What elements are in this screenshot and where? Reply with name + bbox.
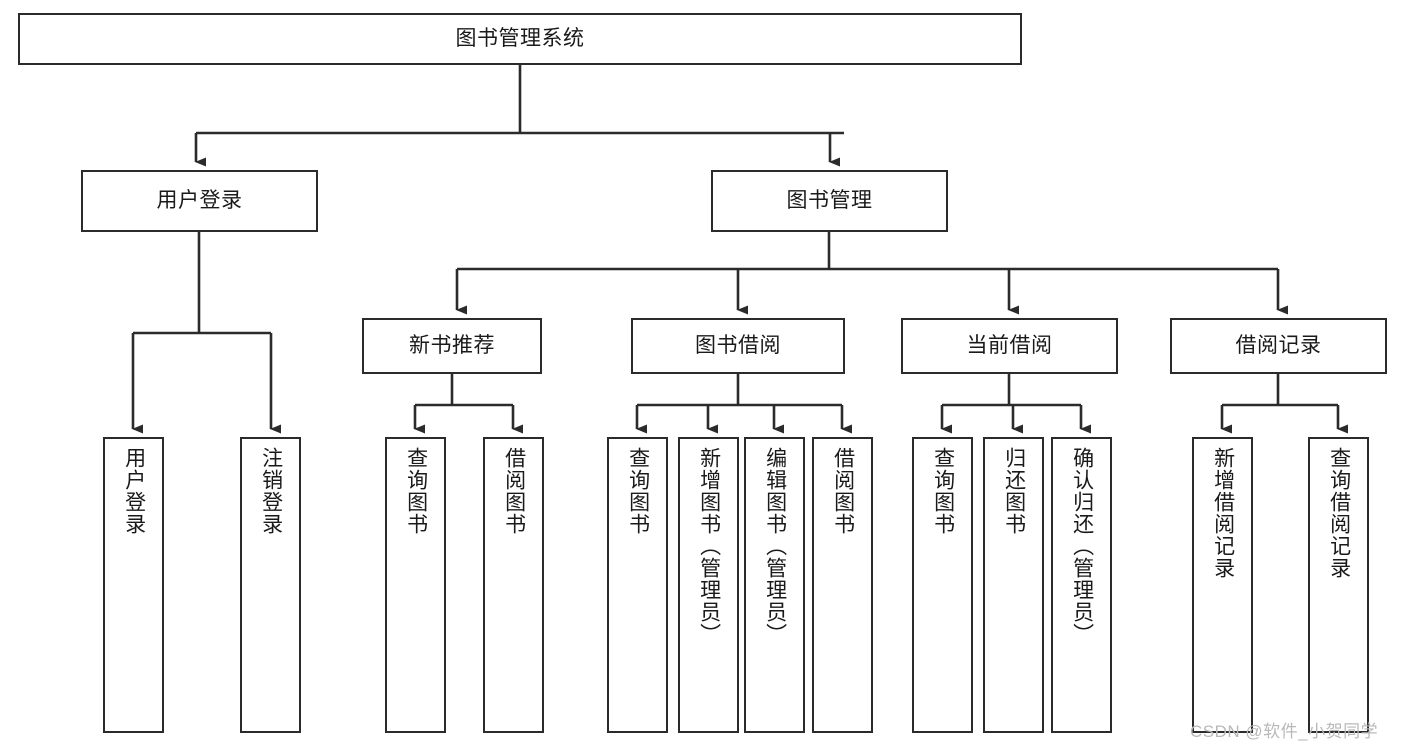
node-new-book-recommendation[interactable]: 新书推荐	[362, 318, 542, 374]
node-label: 图书管理	[786, 189, 873, 213]
node-label: 归还图书	[1002, 447, 1026, 535]
leaf-rec-query-book[interactable]: 查询图书	[385, 437, 446, 733]
node-label: 图书管理系统	[455, 27, 585, 51]
leaf-cb-query-book[interactable]: 查询图书	[912, 437, 973, 733]
node-label: 编辑图书（管理员）	[763, 447, 787, 645]
node-user-login[interactable]: 用户登录	[81, 170, 318, 232]
leaf-cb-confirm-return[interactable]: 确认归还（管理员）	[1051, 437, 1112, 733]
leaf-bb-add-book[interactable]: 新增图书（管理员）	[678, 437, 739, 733]
leaf-user-login[interactable]: 用户登录	[103, 437, 164, 733]
leaf-rec-borrow-book[interactable]: 借阅图书	[483, 437, 544, 733]
leaf-bb-borrow-book[interactable]: 借阅图书	[812, 437, 873, 733]
leaf-br-add-record[interactable]: 新增借阅记录	[1192, 437, 1253, 733]
node-label: 借阅记录	[1235, 334, 1322, 358]
node-label: 借阅图书	[502, 447, 526, 535]
node-book-borrow[interactable]: 图书借阅	[631, 318, 845, 374]
csdn-watermark: CSDN @软件_小贺同学	[1190, 722, 1379, 741]
node-label: 用户登录	[122, 447, 146, 535]
node-borrow-record[interactable]: 借阅记录	[1170, 318, 1387, 374]
node-label: 新增借阅记录	[1211, 447, 1235, 579]
node-label: 当前借阅	[966, 334, 1053, 358]
node-label: 查询图书	[626, 447, 650, 535]
node-label: 图书借阅	[695, 334, 781, 358]
node-label: 新书推荐	[409, 334, 495, 358]
leaf-bb-edit-book[interactable]: 编辑图书（管理员）	[744, 437, 805, 733]
node-label: 查询图书	[931, 447, 955, 535]
node-label: 新增图书（管理员）	[697, 447, 721, 645]
node-root-system[interactable]: 图书管理系统	[18, 13, 1022, 65]
node-label: 用户登录	[156, 189, 243, 213]
leaf-user-logout[interactable]: 注销登录	[240, 437, 301, 733]
node-label: 确认归还（管理员）	[1070, 447, 1094, 645]
node-label: 查询图书	[404, 447, 428, 535]
node-label: 借阅图书	[831, 447, 855, 535]
node-book-manage[interactable]: 图书管理	[711, 170, 948, 232]
node-current-borrow[interactable]: 当前借阅	[901, 318, 1118, 374]
connector-lines	[131, 65, 1348, 434]
leaf-br-query-record[interactable]: 查询借阅记录	[1308, 437, 1369, 733]
leaf-bb-query-book[interactable]: 查询图书	[607, 437, 668, 733]
node-label: 查询借阅记录	[1327, 447, 1351, 579]
node-label: 注销登录	[259, 447, 283, 535]
leaf-cb-return-book[interactable]: 归还图书	[983, 437, 1044, 733]
